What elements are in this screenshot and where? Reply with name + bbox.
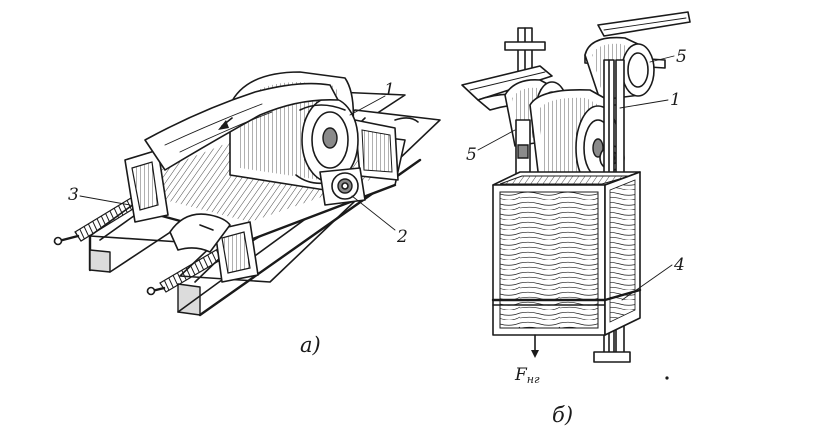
leader-3 [79, 195, 131, 206]
leader-2 [351, 195, 396, 231]
force-label: Fнг [514, 365, 540, 386]
callout-1-a: 1 [384, 80, 395, 100]
leader-5-right [649, 55, 675, 63]
callout-5-left: 5 [466, 145, 477, 165]
callout-4-b: 4 [673, 255, 685, 275]
caption-b: б) [552, 403, 573, 427]
belt-right [597, 11, 691, 37]
callout-3-a: 3 [68, 185, 79, 205]
nut-assembly [319, 167, 366, 206]
callout-5-right: 5 [676, 47, 687, 67]
diagram-b: Fнг 1 4 5 5 б) [461, 11, 691, 427]
rail-end [394, 117, 419, 123]
diagram-a: 1 2 3 а) [53, 71, 441, 357]
caption-a: а) [300, 333, 321, 357]
leader-1 [349, 95, 386, 116]
speck [665, 376, 669, 380]
sheet [144, 82, 339, 253]
force-arrow [531, 334, 539, 358]
leader-1-b [619, 99, 669, 109]
leader-4-b [621, 264, 673, 301]
callout-1-b: 1 [670, 90, 681, 110]
crate [491, 171, 642, 336]
callout-2-a: 2 [396, 227, 408, 247]
leader-5-left [477, 129, 516, 151]
